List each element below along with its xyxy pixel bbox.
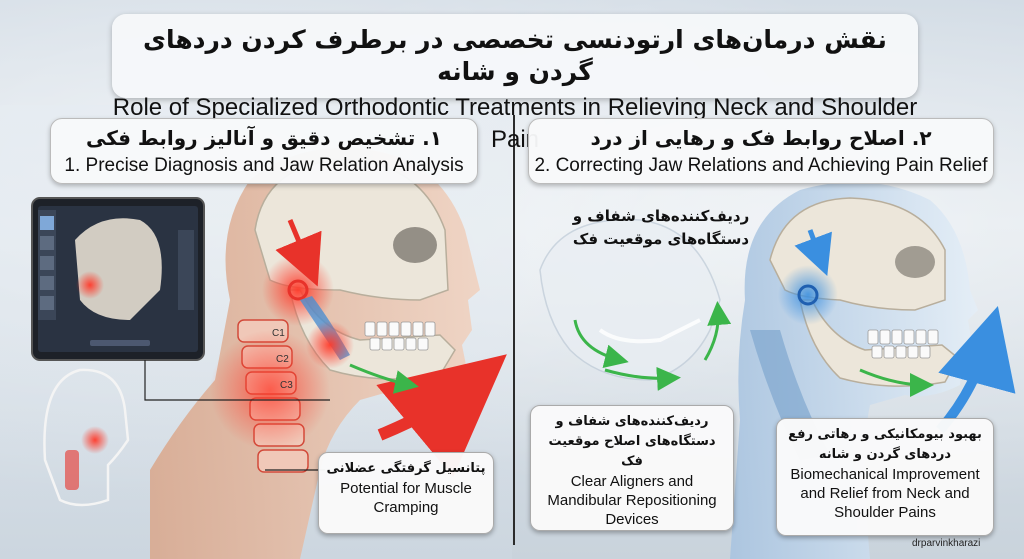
- section-divider: [513, 115, 515, 545]
- watermark: drparvinkharazi: [912, 538, 981, 549]
- clear-aligner-jaw: [539, 218, 732, 391]
- right-head-figure: [730, 182, 1016, 559]
- aligner-label-persian: ردیف‌کننده‌های شفاف و دستگاه‌های اصلاح م…: [548, 414, 716, 469]
- aligner-label-english: Clear Aligners and Mandibular Reposition…: [547, 473, 717, 528]
- biomech-label-english: Biomechanical Improvement and Relief fro…: [790, 466, 980, 521]
- section-1-title-english: 1. Precise Diagnosis and Jaw Relation An…: [64, 155, 464, 176]
- section-2-title-persian: ۲. اصلاح روابط فک و رهایی از درد: [590, 126, 932, 150]
- left-head-figure: [150, 148, 507, 559]
- vertebra-label-c3: C3: [280, 380, 293, 391]
- small-head-outline: [43, 368, 130, 507]
- biomech-label-persian: بهبود بیومکانیکی و رهاتی رفع دردهای گردن…: [788, 427, 982, 462]
- title-persian: نقش درمان‌های ارتودنسی تخصصی در برطرف کر…: [143, 25, 887, 86]
- biomechanical-relief-label: بهبود بیومکانیکی و رهاتی رفع دردهای گردن…: [776, 418, 994, 536]
- cervical-spine: [210, 319, 330, 473]
- section-1-title-persian: ۱. تشخیص دقیق و آنالیز روابط فکی: [86, 126, 442, 150]
- muscle-cramping-label: پتانسیل گرفتگی عضلانی Potential for Musc…: [318, 452, 494, 534]
- section-2-header: ۲. اصلاح روابط فک و رهایی از درد 2. Corr…: [528, 118, 994, 184]
- vertebra-label-c2: C2: [276, 354, 289, 365]
- aligner-floating-label: ردیف‌کننده‌های شفاف و دستگاه‌های موقعیت …: [572, 207, 750, 248]
- section-1-header: ۱. تشخیص دقیق و آنالیز روابط فکی 1. Prec…: [50, 118, 478, 184]
- aligner-devices-label: ردیف‌کننده‌های شفاف و دستگاه‌های اصلاح م…: [530, 405, 734, 531]
- muscle-label-english: Potential for Muscle Cramping: [340, 480, 472, 516]
- vertebra-label-c1: C1: [272, 328, 285, 339]
- section-2-title-english: 2. Correcting Jaw Relations and Achievin…: [534, 155, 988, 176]
- diagnostic-tablet: [31, 197, 205, 361]
- title-banner: نقش درمان‌های ارتودنسی تخصصی در برطرف کر…: [112, 14, 918, 153]
- muscle-label-persian: پتانسیل گرفتگی عضلانی: [326, 461, 486, 476]
